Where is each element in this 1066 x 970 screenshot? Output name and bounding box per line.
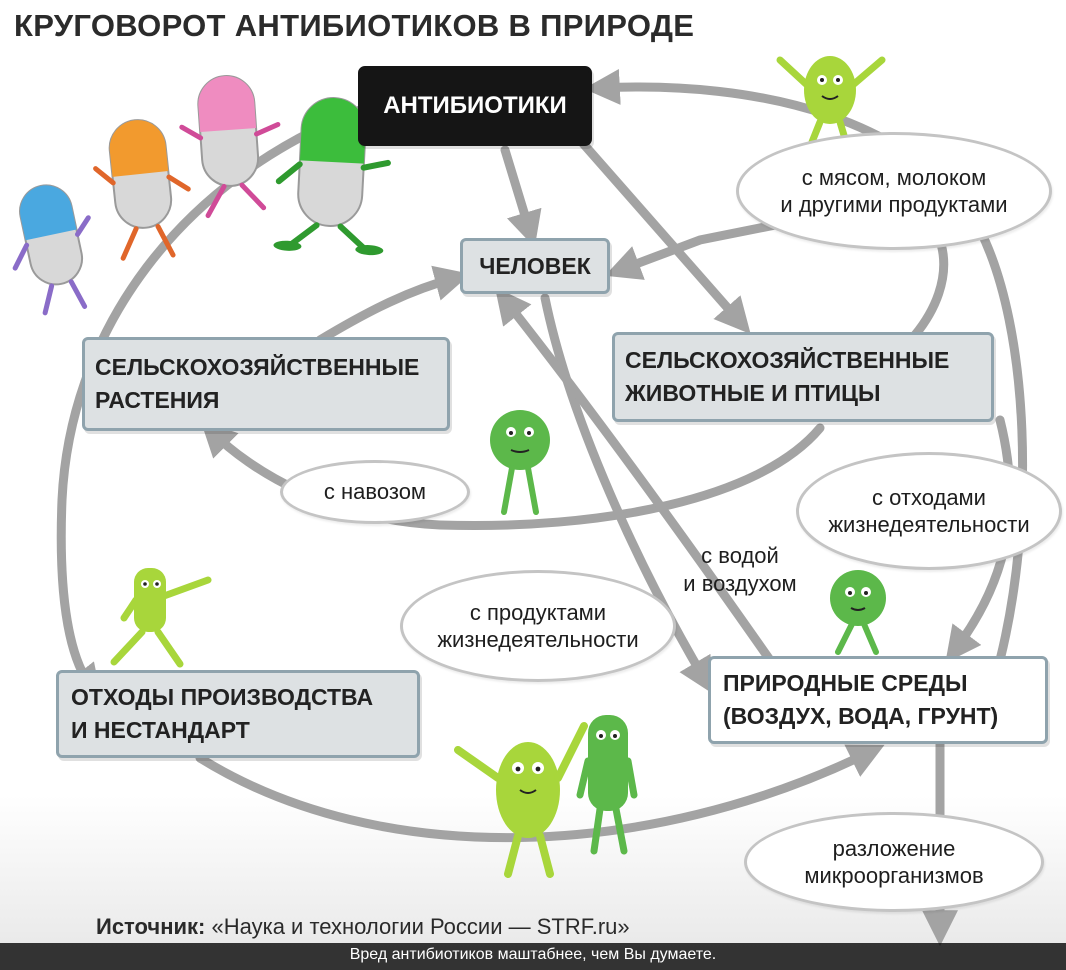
node-industrial-waste: ОТХОДЫ ПРОИЗВОДСТВА И НЕСТАНДАРТ bbox=[56, 670, 420, 758]
microbe-character-icon bbox=[576, 715, 638, 855]
image-caption: Вред антибиотиков маштабнее, чем Вы дума… bbox=[349, 946, 717, 963]
node-human-label: ЧЕЛОВЕК bbox=[479, 252, 591, 279]
walking-capsule-icon bbox=[12, 184, 91, 316]
node-animals: СЕЛЬСКОХОЗЯЙСТВЕННЫЕ ЖИВОТНЫЕ И ПТИЦЫ bbox=[612, 332, 994, 422]
edge-label-animal-waste: с отходами жизнедеятельности bbox=[796, 452, 1062, 570]
edge-label-water-air-text: с водой и воздухом bbox=[683, 542, 797, 597]
node-antibiotics-label: АНТИБИОТИКИ bbox=[383, 92, 567, 119]
walking-capsule-icon bbox=[179, 75, 281, 219]
microbe-character-icon bbox=[490, 410, 550, 515]
node-environment-label: ПРИРОДНЫЕ СРЕДЫ (ВОЗДУХ, ВОДА, ГРУНТ) bbox=[723, 669, 999, 729]
source-label: Источник: bbox=[96, 914, 206, 939]
arrow-animals-to-plants bbox=[200, 420, 825, 530]
edge-label-manure-text: с навозом bbox=[323, 479, 427, 505]
arrow-antibiotics-to-human bbox=[500, 145, 542, 248]
edge-label-meat-milk-text: с мясом, молоком и другими продуктами bbox=[780, 164, 1008, 218]
walking-capsule-icon bbox=[273, 97, 391, 256]
node-plants-label: СЕЛЬСКОХОЗЯЙСТВЕННЫЕ РАСТЕНИЯ bbox=[95, 353, 420, 413]
diagram-title: КРУГОВОРОТ АНТИБИОТИКОВ В ПРИРОДЕ bbox=[14, 8, 695, 43]
node-human: ЧЕЛОВЕК bbox=[460, 238, 610, 294]
microbe-character-icon bbox=[830, 570, 886, 655]
microbe-character-icon bbox=[776, 56, 886, 146]
microbe-character-icon bbox=[454, 722, 588, 878]
edge-label-decomposition: разложение микроорганизмов bbox=[744, 812, 1044, 912]
source-credit: Источник: «Наука и технологии России — S… bbox=[96, 914, 630, 940]
edge-label-manure: с навозом bbox=[280, 460, 470, 524]
arrow-plants-to-human bbox=[315, 265, 471, 345]
arrow-environment-to-human bbox=[494, 287, 775, 665]
node-animals-label: СЕЛЬСКОХОЗЯЙСТВЕННЫЕ ЖИВОТНЫЕ И ПТИЦЫ bbox=[625, 346, 950, 406]
caption-bar bbox=[0, 943, 1066, 970]
edge-label-meat-milk: с мясом, молоком и другими продуктами bbox=[736, 132, 1052, 250]
edge-label-human-waste: с продуктами жизнедеятельности bbox=[400, 570, 676, 682]
arrow-antibiotics-to-animals bbox=[575, 135, 751, 335]
node-plants: СЕЛЬСКОХОЗЯЙСТВЕННЫЕ РАСТЕНИЯ bbox=[82, 337, 450, 431]
edge-label-decomposition-text: разложение микроорганизмов bbox=[804, 835, 984, 889]
arrow-human-to-environment bbox=[540, 293, 714, 694]
edge-label-water-air: с водой и воздухом bbox=[660, 513, 820, 599]
edge-label-human-waste-text: с продуктами жизнедеятельности bbox=[437, 599, 639, 653]
edge-label-animal-waste-text: с отходами жизнедеятельности bbox=[828, 484, 1030, 538]
walking-capsule-icon bbox=[93, 119, 191, 261]
source-text: «Наука и технологии России — STRF.ru» bbox=[211, 914, 630, 939]
node-antibiotics: АНТИБИОТИКИ bbox=[358, 66, 592, 146]
node-industrial-waste-label: ОТХОДЫ ПРОИЗВОДСТВА И НЕСТАНДАРТ bbox=[71, 683, 374, 743]
node-environment: ПРИРОДНЫЕ СРЕДЫ (ВОЗДУХ, ВОДА, ГРУНТ) bbox=[708, 656, 1048, 744]
microbe-character-icon bbox=[110, 568, 212, 668]
